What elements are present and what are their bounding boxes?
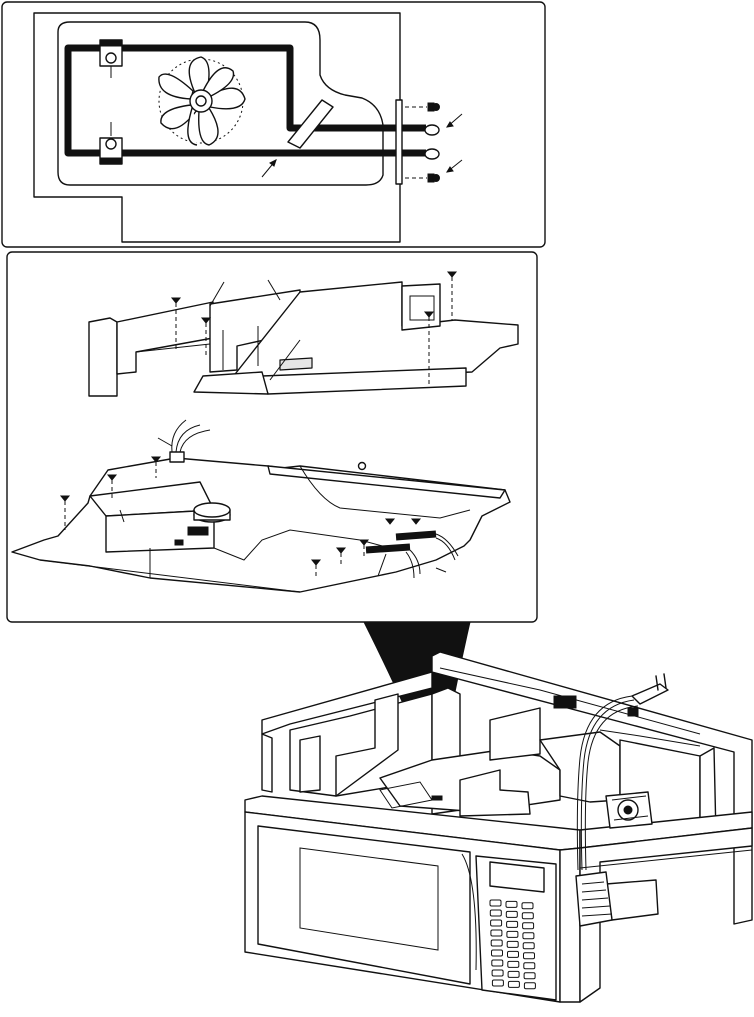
panel-fan-detail <box>2 2 545 247</box>
wire-clamp-lower <box>100 138 122 164</box>
terminal-strip <box>396 100 402 184</box>
panel-exploded-assembly <box>7 252 537 622</box>
wire-connector-lower <box>425 149 439 159</box>
magnetron <box>606 792 652 828</box>
transformer <box>576 872 658 926</box>
microwave-chassis <box>245 652 752 1002</box>
wire-connector-upper <box>425 125 439 135</box>
grommet <box>359 463 366 470</box>
control-panel <box>476 856 556 1000</box>
wire-clamp-upper <box>100 40 122 66</box>
